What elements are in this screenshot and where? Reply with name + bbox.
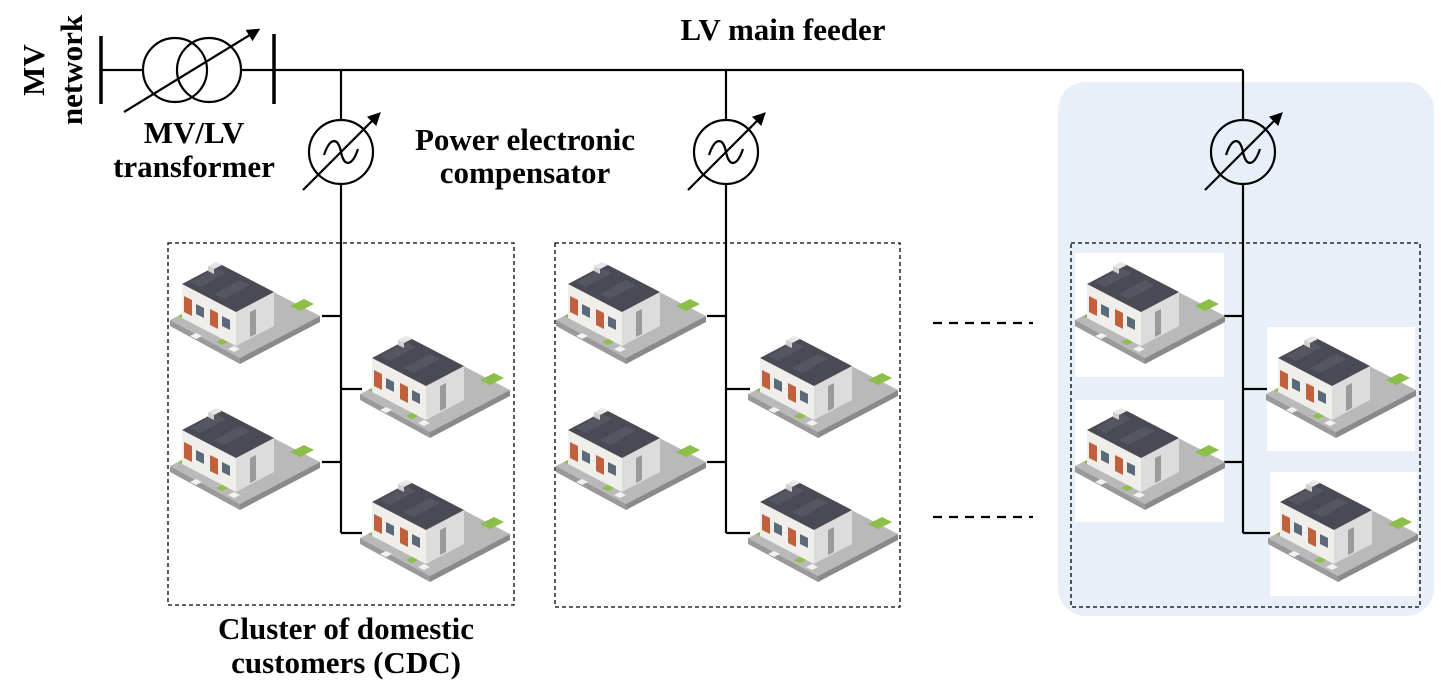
cluster-1: [167, 184, 515, 606]
mv-network-label-line1: MV: [16, 44, 51, 96]
cluster-box: [167, 242, 515, 606]
compensator-label-line2: compensator: [440, 155, 611, 190]
compensator-label-line1: Power electronic: [415, 122, 635, 157]
semi-detached-house-icon: [556, 408, 706, 510]
semi-detached-house-icon: [360, 336, 510, 438]
cluster-box: [554, 242, 901, 608]
cluster-2: [554, 184, 901, 608]
semi-detached-house-icon: [556, 262, 706, 364]
mv-network-label: MV network: [16, 14, 89, 125]
ac-converter-icon: [688, 114, 764, 190]
semi-detached-house-icon: [748, 336, 898, 438]
semi-detached-house-icon: [748, 480, 898, 582]
semi-detached-house-icon: [170, 262, 320, 364]
mv-network-label-line2: network: [54, 14, 89, 125]
cluster-n: [1070, 184, 1421, 608]
transformer-label-line1: MV/LV: [144, 115, 245, 150]
cluster-label-line2: customers (CDC): [231, 645, 461, 680]
feeder-label: LV main feeder: [681, 12, 886, 47]
transformer-label-line2: transformer: [113, 149, 275, 184]
semi-detached-house-icon: [360, 480, 510, 582]
semi-detached-house-icon: [170, 408, 320, 510]
variable-transformer-icon: [123, 28, 261, 113]
ac-converter-icon: [303, 114, 379, 190]
cluster-label-line1: Cluster of domestic: [218, 611, 474, 646]
